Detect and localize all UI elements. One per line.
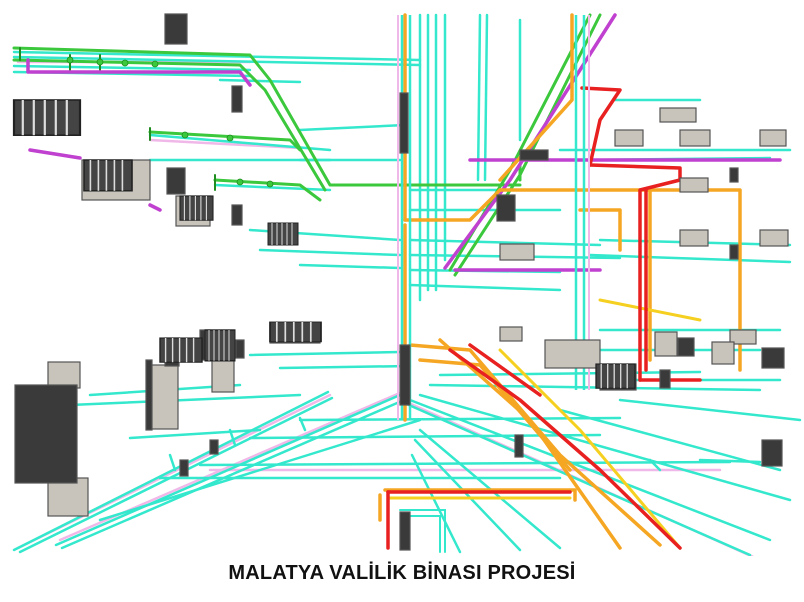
- hvac-panel: [166, 167, 186, 195]
- hvac-panel: [145, 359, 153, 431]
- hvac-unit: [47, 361, 81, 389]
- hvac-panel: [14, 384, 78, 484]
- hvac-unit: [614, 129, 644, 147]
- grille: [159, 337, 203, 363]
- hvac-panel: [231, 204, 243, 226]
- grille: [179, 195, 214, 221]
- pipe-fittings: [66, 56, 274, 188]
- hvac-unit: [544, 339, 601, 369]
- hvac-unit: [759, 129, 787, 147]
- hvac-panel: [399, 344, 411, 406]
- hvac-panel: [677, 337, 695, 357]
- hvac-panel: [231, 85, 243, 113]
- grille: [204, 329, 236, 362]
- hvac-panel: [179, 459, 189, 477]
- hvac-unit: [499, 243, 535, 261]
- grille: [267, 222, 299, 246]
- hvac-unit: [711, 341, 735, 365]
- grille: [269, 321, 322, 343]
- hvac-panel: [729, 244, 739, 260]
- hvac-panel: [496, 194, 516, 222]
- hvac-unit: [654, 331, 678, 357]
- hvac-unit: [729, 329, 757, 345]
- project-caption: MALATYA VALİLİK BİNASI PROJESİ: [228, 562, 576, 584]
- hvac-panel: [235, 339, 245, 359]
- hvac-panel: [761, 439, 783, 467]
- orange-yellow-piping: [378, 13, 742, 550]
- mep-3d-model-view: [12, 13, 802, 556]
- hvac-unit: [47, 477, 89, 517]
- hvac-panel: [164, 13, 188, 45]
- grille: [595, 363, 636, 389]
- hvac-unit: [149, 364, 179, 430]
- grille: [12, 98, 82, 137]
- hvac-unit: [659, 107, 697, 123]
- hvac-panel: [209, 439, 219, 455]
- hvac-panel: [519, 149, 549, 161]
- hvac-unit: [679, 177, 709, 193]
- hvac-panel: [399, 511, 411, 551]
- hvac-panel: [399, 92, 409, 154]
- hvac-panel: [514, 434, 524, 458]
- hvac-unit: [679, 229, 709, 247]
- hvac-unit: [759, 229, 789, 247]
- hvac-unit: [499, 326, 523, 342]
- hvac-panel: [761, 347, 785, 369]
- grille: [83, 159, 133, 192]
- hvac-panel: [729, 167, 739, 183]
- hvac-unit: [679, 129, 711, 147]
- hvac-panel: [659, 369, 671, 389]
